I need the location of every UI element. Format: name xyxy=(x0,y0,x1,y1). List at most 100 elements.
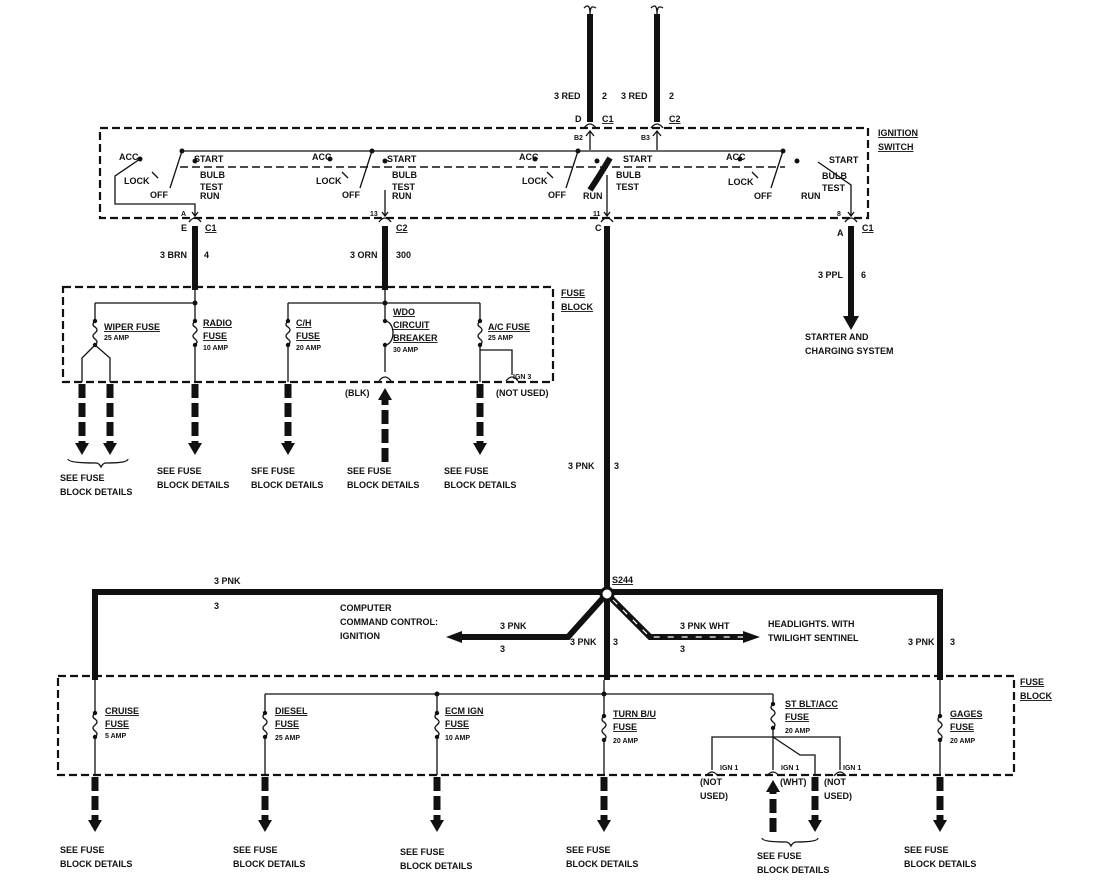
terminal-label: 8 xyxy=(837,211,841,218)
arrow-up-icon xyxy=(378,388,392,400)
see-fuse-label: SEE FUSE xyxy=(60,845,105,855)
splice-id: S244 xyxy=(612,575,633,585)
ac-fuse-rating: 25 AMP xyxy=(488,335,513,342)
radio-fuse-rating: 10 AMP xyxy=(203,345,228,352)
wdo-breaker-label: BREAKER xyxy=(393,333,438,343)
cruise-fuse-label: FUSE xyxy=(105,719,129,729)
switch-group-3: ACC START LOCK BULB TEST OFF RUN xyxy=(519,152,653,201)
start-contact xyxy=(794,158,800,164)
headlights-label: HEADLIGHTS. WITH xyxy=(768,619,855,629)
bulb-label: BULB xyxy=(392,170,417,180)
arrow-down-icon xyxy=(258,820,272,832)
fuse-block-label: FUSE xyxy=(561,288,585,298)
not-used-label: USED) xyxy=(700,791,728,801)
arrow-down-icon xyxy=(103,443,117,455)
block-details-label: BLOCK DETAILS xyxy=(251,480,323,490)
see-fuse-label: SEE FUSE xyxy=(757,851,802,861)
not-used-label: (NOT xyxy=(824,777,846,787)
brace-icon xyxy=(761,837,819,848)
ch-fuse-rating: 20 AMP xyxy=(296,345,321,352)
connector-label: C2 xyxy=(669,114,681,124)
top-feed-wires xyxy=(583,5,664,150)
wiper-fuse-rating: 25 AMP xyxy=(104,335,129,342)
off-label: OFF xyxy=(342,190,360,200)
block-details-label: BLOCK DETAILS xyxy=(400,861,472,871)
see-fuse-label: SEE FUSE xyxy=(566,845,611,855)
arrow-down-icon xyxy=(430,820,444,832)
wdo-breaker-label: WDO xyxy=(393,307,415,317)
wire-label: 3 RED xyxy=(554,91,581,101)
turn-bu-fuse-label: TURN B/U xyxy=(613,709,656,719)
ign1-label: IGN 1 xyxy=(720,765,738,772)
acc-label: ACC xyxy=(726,152,746,162)
starter-label: CHARGING SYSTEM xyxy=(805,346,894,356)
wire xyxy=(114,158,199,218)
wire xyxy=(381,190,389,218)
circuit-label: 2 xyxy=(669,91,674,101)
ccc-label: COMMAND CONTROL: xyxy=(340,617,438,627)
switch-group-2: ACC START LOCK BULB TEST OFF RUN xyxy=(312,152,417,201)
switch-contact xyxy=(770,150,784,189)
bulb-label: BULB xyxy=(200,170,225,180)
see-fuse-label: SFE FUSE xyxy=(251,466,295,476)
lower-fuse-labels: CRUISE FUSE 5 AMP DIESEL FUSE 25 AMP ECM… xyxy=(105,699,983,745)
acc-contact xyxy=(737,156,743,162)
arrow-down-icon xyxy=(473,443,487,455)
switch-output-wires xyxy=(188,217,859,594)
wire-label: 3 BRN xyxy=(160,250,187,260)
see-fuse-label: SEE FUSE xyxy=(400,847,445,857)
wdo-breaker-label: CIRCUIT xyxy=(393,320,430,330)
off-label: OFF xyxy=(754,191,772,201)
cruise-fuse-rating: 5 AMP xyxy=(105,733,126,740)
start-contact xyxy=(594,158,600,164)
ign1-label: IGN 1 xyxy=(843,765,861,772)
acc-label: ACC xyxy=(312,152,332,162)
wire-label: 3 PNK xyxy=(570,637,597,647)
upper-fuse-block xyxy=(61,285,555,384)
fuse-icon xyxy=(192,320,198,346)
junction-dot xyxy=(382,300,388,306)
st-blt-acc-fuse-label: FUSE xyxy=(785,712,809,722)
terminal-label: A xyxy=(181,211,186,218)
wire xyxy=(603,175,611,218)
test-label: TEST xyxy=(392,182,416,192)
off-label: OFF xyxy=(150,190,168,200)
circuit-label: 6 xyxy=(861,270,866,280)
see-fuse-label: SEE FUSE xyxy=(157,466,202,476)
wht-label: (WHT) xyxy=(780,777,807,787)
run-label: RUN xyxy=(200,191,220,201)
acc-contact xyxy=(327,156,333,162)
wire-label: 3 PNK WHT xyxy=(680,621,730,631)
not-used-label: USED) xyxy=(824,791,852,801)
wire xyxy=(378,349,519,382)
headlights-label: TWILIGHT SENTINEL xyxy=(768,633,859,643)
start-label: START xyxy=(194,154,224,164)
arrow-down-icon xyxy=(75,443,89,455)
off-label: OFF xyxy=(548,190,566,200)
wire-label: 3 ORN xyxy=(350,250,378,260)
brace-icon xyxy=(67,458,129,469)
run-label: RUN xyxy=(801,191,821,201)
lock-contact xyxy=(751,171,759,179)
pin-label: A xyxy=(837,228,844,238)
wiper-fuse-label: WIPER FUSE xyxy=(104,322,160,332)
circuit-label: 3 xyxy=(613,637,618,647)
fuse-icon xyxy=(92,712,98,738)
lock-contact xyxy=(546,171,554,179)
see-fuse-label: SEE FUSE xyxy=(233,845,278,855)
terminal-label: 13 xyxy=(370,211,378,218)
ch-fuse-label: FUSE xyxy=(296,331,320,341)
block-details-label: BLOCK DETAILS xyxy=(233,859,305,869)
test-label: TEST xyxy=(200,182,224,192)
junction-dot xyxy=(601,691,607,697)
cruise-fuse-label: CRUISE xyxy=(105,706,139,716)
wdo-breaker-rating: 30 AMP xyxy=(393,347,418,354)
turn-bu-fuse-rating: 20 AMP xyxy=(613,738,638,745)
block-details-label: BLOCK DETAILS xyxy=(347,480,419,490)
see-fuse-label: SEE FUSE xyxy=(904,845,949,855)
switch-group-4: ACC START LOCK BULB TEST OFF RUN xyxy=(726,152,859,201)
ignition-switch xyxy=(98,126,870,220)
diesel-fuse-label: FUSE xyxy=(275,719,299,729)
fuse-icon xyxy=(285,320,291,346)
